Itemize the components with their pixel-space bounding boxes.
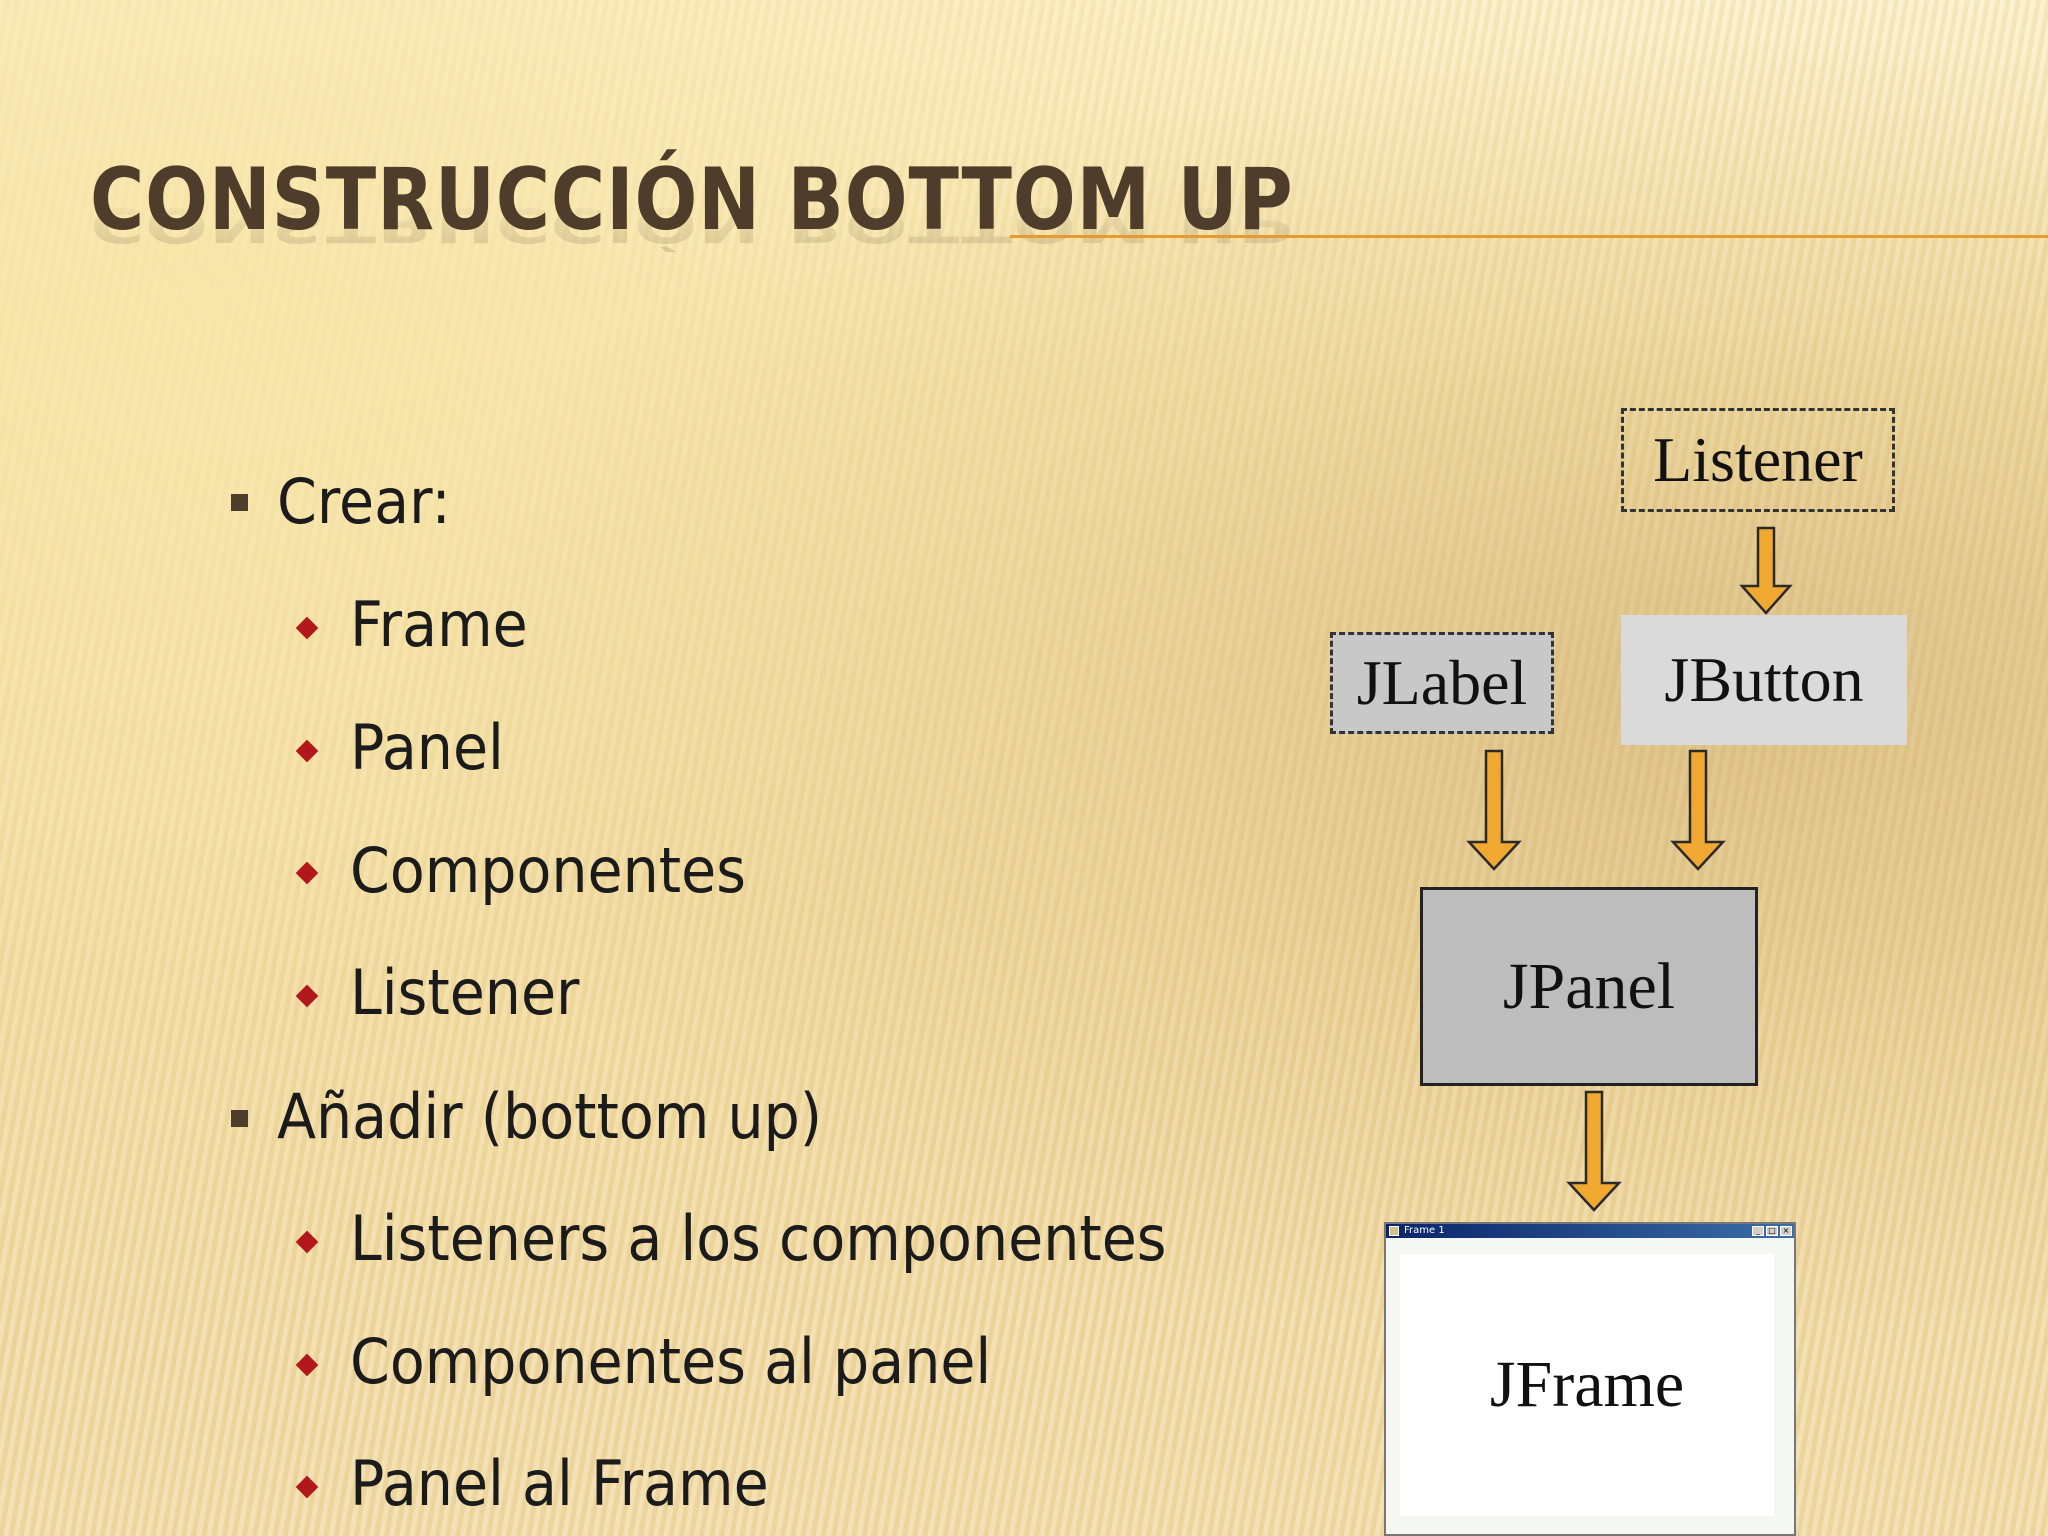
- frame-titlebar: Frame 1 _ □ ×: [1386, 1224, 1794, 1238]
- slide-title: CONSTRUCCIÓN BOTTOM UP: [90, 150, 1294, 250]
- arrow-jbutton-to-jpanel-icon: [1670, 749, 1726, 871]
- maximize-icon: □: [1766, 1226, 1778, 1236]
- bullet-text: Componentes: [350, 834, 746, 907]
- frame-window-title: Frame 1: [1404, 1225, 1445, 1236]
- jframe-window: Frame 1 _ □ × JFrame: [1384, 1222, 1796, 1536]
- bullet-text: Componentes al panel: [350, 1325, 992, 1398]
- jbutton-box: JButton: [1621, 615, 1907, 745]
- square-bullet-icon: [231, 494, 248, 511]
- bullet-text: Listener: [350, 956, 580, 1029]
- bullet-text: Crear:: [277, 465, 451, 538]
- bullet-text: Frame: [350, 588, 528, 661]
- window-app-icon: [1389, 1226, 1399, 1236]
- listener-box: Listener: [1621, 408, 1895, 512]
- bullet-text: Listeners a los componentes: [350, 1202, 1167, 1275]
- bullet-text: Panel: [350, 711, 504, 784]
- arrow-jpanel-to-jframe-icon: [1566, 1090, 1622, 1212]
- jpanel-box: JPanel: [1420, 887, 1758, 1086]
- close-icon: ×: [1780, 1226, 1792, 1236]
- arrow-listener-to-jbutton-icon: [1739, 526, 1793, 615]
- jframe-label: JFrame: [1400, 1254, 1774, 1516]
- arrow-jlabel-to-jpanel-icon: [1466, 749, 1522, 871]
- bullet-text: Panel al Frame: [350, 1447, 769, 1520]
- bullet-text: Añadir (bottom up): [277, 1080, 823, 1153]
- title-underline: [1010, 235, 2048, 238]
- jlabel-box: JLabel: [1330, 632, 1554, 734]
- minimize-icon: _: [1752, 1226, 1764, 1236]
- square-bullet-icon: [231, 1110, 248, 1127]
